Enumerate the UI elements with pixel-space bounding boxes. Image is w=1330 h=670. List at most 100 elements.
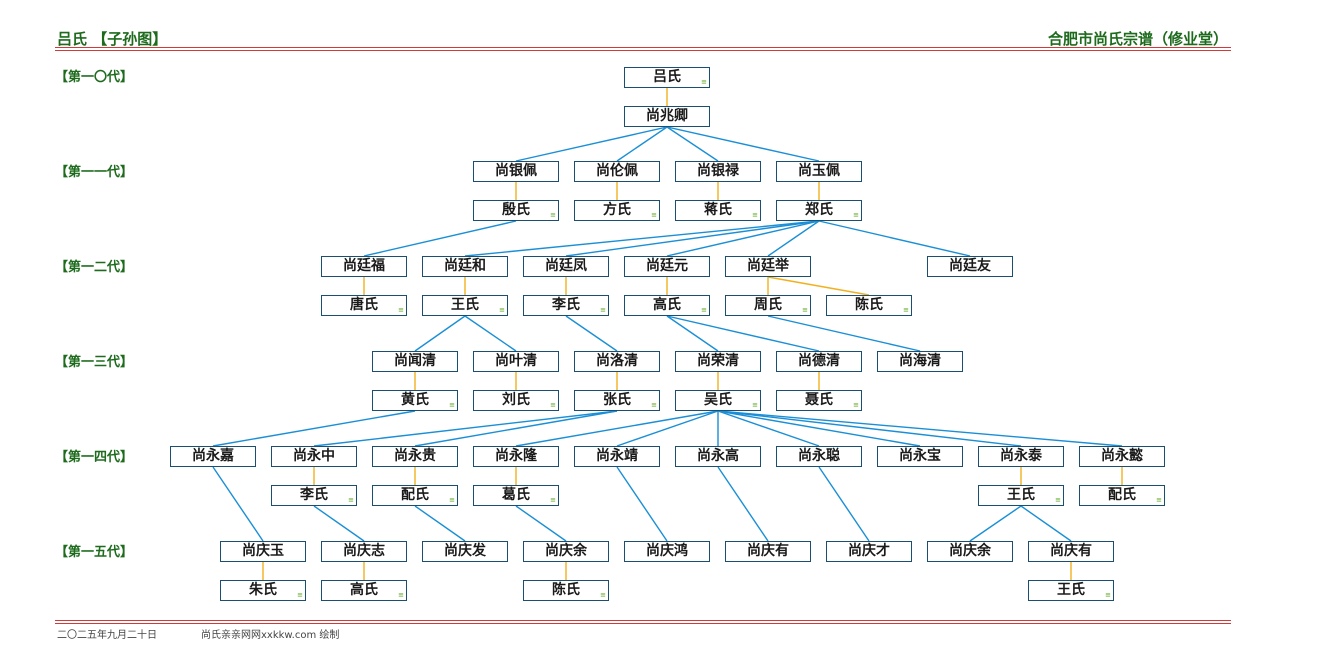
person-name: 尚永隆 bbox=[495, 448, 537, 464]
descent-link bbox=[616, 410, 719, 447]
person-name: 方氏 bbox=[603, 202, 631, 218]
person-node[interactable]: 尚庆余 bbox=[927, 541, 1013, 562]
person-name: 吴氏 bbox=[704, 392, 732, 408]
person-node[interactable]: 聂氏≡ bbox=[776, 390, 862, 411]
spouse-mark-icon: ≡ bbox=[752, 401, 758, 409]
person-name: 尚庆余 bbox=[949, 543, 991, 559]
person-name: 尚永靖 bbox=[596, 448, 638, 464]
person-node[interactable]: 尚闻清 bbox=[372, 351, 458, 372]
person-node[interactable]: 尚廷元 bbox=[624, 256, 710, 277]
person-name: 尚庆有 bbox=[747, 543, 789, 559]
spouse-mark-icon: ≡ bbox=[600, 591, 606, 599]
descent-link bbox=[363, 220, 517, 257]
generation-label-10: 【第一〇代】 bbox=[55, 70, 134, 85]
person-node[interactable]: 尚庆有 bbox=[1028, 541, 1114, 562]
person-node[interactable]: 殷氏≡ bbox=[473, 200, 559, 221]
person-node[interactable]: 配氏≡ bbox=[372, 485, 458, 506]
person-node[interactable]: 尚廷和 bbox=[422, 256, 508, 277]
person-node[interactable]: 尚海清 bbox=[877, 351, 963, 372]
person-node[interactable]: 吕氏≡ bbox=[624, 67, 710, 88]
person-node[interactable]: 尚永高 bbox=[675, 446, 761, 467]
spouse-mark-icon: ≡ bbox=[348, 496, 354, 504]
person-node[interactable]: 陈氏≡ bbox=[826, 295, 912, 316]
generation-label-15: 【第一五代】 bbox=[55, 545, 134, 560]
person-node[interactable]: 尚德清 bbox=[776, 351, 862, 372]
person-node[interactable]: 王氏≡ bbox=[422, 295, 508, 316]
person-node[interactable]: 尚廷举 bbox=[725, 256, 811, 277]
person-name: 尚庆玉 bbox=[242, 543, 284, 559]
generation-label-13: 【第一三代】 bbox=[55, 355, 134, 370]
person-node[interactable]: 尚永隆 bbox=[473, 446, 559, 467]
person-node[interactable]: 尚永贵 bbox=[372, 446, 458, 467]
spouse-mark-icon: ≡ bbox=[1055, 496, 1061, 504]
person-node[interactable]: 郑氏≡ bbox=[776, 200, 862, 221]
person-node[interactable]: 尚银佩 bbox=[473, 161, 559, 182]
person-node[interactable]: 尚庆志 bbox=[321, 541, 407, 562]
person-name: 刘氏 bbox=[502, 392, 530, 408]
person-node[interactable]: 吴氏 ≡ bbox=[675, 390, 761, 411]
person-node[interactable]: 尚永懿 bbox=[1079, 446, 1165, 467]
person-node[interactable]: 高氏≡ bbox=[321, 580, 407, 601]
person-node[interactable]: 尚庆玉 bbox=[220, 541, 306, 562]
spouse-mark-icon: ≡ bbox=[752, 211, 758, 219]
person-name: 尚银佩 bbox=[495, 163, 537, 179]
bottom-rule-1 bbox=[55, 620, 1231, 621]
person-node[interactable]: 尚庆余 bbox=[523, 541, 609, 562]
descent-link bbox=[767, 220, 820, 257]
person-node[interactable]: 尚庆才 bbox=[826, 541, 912, 562]
person-name: 郑氏 bbox=[805, 202, 833, 218]
person-node[interactable]: 尚永中 bbox=[271, 446, 357, 467]
descent-link bbox=[666, 315, 820, 352]
person-name: 尚银禄 bbox=[697, 163, 739, 179]
person-node[interactable]: 李氏≡ bbox=[271, 485, 357, 506]
spouse-mark-icon: ≡ bbox=[449, 496, 455, 504]
person-node[interactable]: 周氏≡ bbox=[725, 295, 811, 316]
person-node[interactable]: 朱氏≡ bbox=[220, 580, 306, 601]
descent-link bbox=[414, 505, 466, 542]
person-name: 陈氏 bbox=[552, 582, 580, 598]
person-node[interactable]: 尚兆卿 bbox=[624, 106, 710, 127]
person-node[interactable]: 尚庆鸿 bbox=[624, 541, 710, 562]
person-name: 尚永懿 bbox=[1101, 448, 1143, 464]
descent-link bbox=[565, 220, 820, 257]
spouse-mark-icon: ≡ bbox=[651, 401, 657, 409]
person-name: 陈氏 bbox=[855, 297, 883, 313]
person-node[interactable]: 尚玉佩 bbox=[776, 161, 862, 182]
person-node[interactable]: 配氏≡ bbox=[1079, 485, 1165, 506]
person-node[interactable]: 李氏≡ bbox=[523, 295, 609, 316]
spouse-mark-icon: ≡ bbox=[550, 496, 556, 504]
person-node[interactable]: 黄氏≡ bbox=[372, 390, 458, 411]
person-node[interactable]: 张氏≡ bbox=[574, 390, 660, 411]
person-name: 尚庆志 bbox=[343, 543, 385, 559]
person-node[interactable]: 尚荣清 bbox=[675, 351, 761, 372]
person-node[interactable]: 蒋氏≡ bbox=[675, 200, 761, 221]
person-node[interactable]: 尚廷凤 bbox=[523, 256, 609, 277]
person-node[interactable]: 王氏≡ bbox=[978, 485, 1064, 506]
person-name: 尚庆有 bbox=[1050, 543, 1092, 559]
person-node[interactable]: 尚叶清 bbox=[473, 351, 559, 372]
person-name: 葛氏 bbox=[502, 487, 530, 503]
person-node[interactable]: 尚廷友 bbox=[927, 256, 1013, 277]
person-node[interactable]: 尚永嘉 bbox=[170, 446, 256, 467]
person-node[interactable]: 葛氏 ≡ bbox=[473, 485, 559, 506]
person-node[interactable]: 唐氏≡ bbox=[321, 295, 407, 316]
person-node[interactable]: 尚伦佩 bbox=[574, 161, 660, 182]
person-node[interactable]: 王氏≡ bbox=[1028, 580, 1114, 601]
person-node[interactable]: 尚庆有 bbox=[725, 541, 811, 562]
person-node[interactable]: 尚永靖 bbox=[574, 446, 660, 467]
descent-link bbox=[616, 126, 668, 162]
person-node[interactable]: 尚银禄 bbox=[675, 161, 761, 182]
descent-link bbox=[212, 410, 416, 447]
descent-link bbox=[717, 410, 820, 447]
descent-link bbox=[515, 126, 668, 162]
person-node[interactable]: 尚廷福 bbox=[321, 256, 407, 277]
person-node[interactable]: 尚洛清 bbox=[574, 351, 660, 372]
person-node[interactable]: 尚永聪 bbox=[776, 446, 862, 467]
person-node[interactable]: 高氏≡ bbox=[624, 295, 710, 316]
person-node[interactable]: 陈氏 ≡ bbox=[523, 580, 609, 601]
person-node[interactable]: 尚庆发 bbox=[422, 541, 508, 562]
person-node[interactable]: 尚永泰 bbox=[978, 446, 1064, 467]
person-node[interactable]: 刘氏≡ bbox=[473, 390, 559, 411]
person-node[interactable]: 方氏≡ bbox=[574, 200, 660, 221]
person-node[interactable]: 尚永宝 bbox=[877, 446, 963, 467]
